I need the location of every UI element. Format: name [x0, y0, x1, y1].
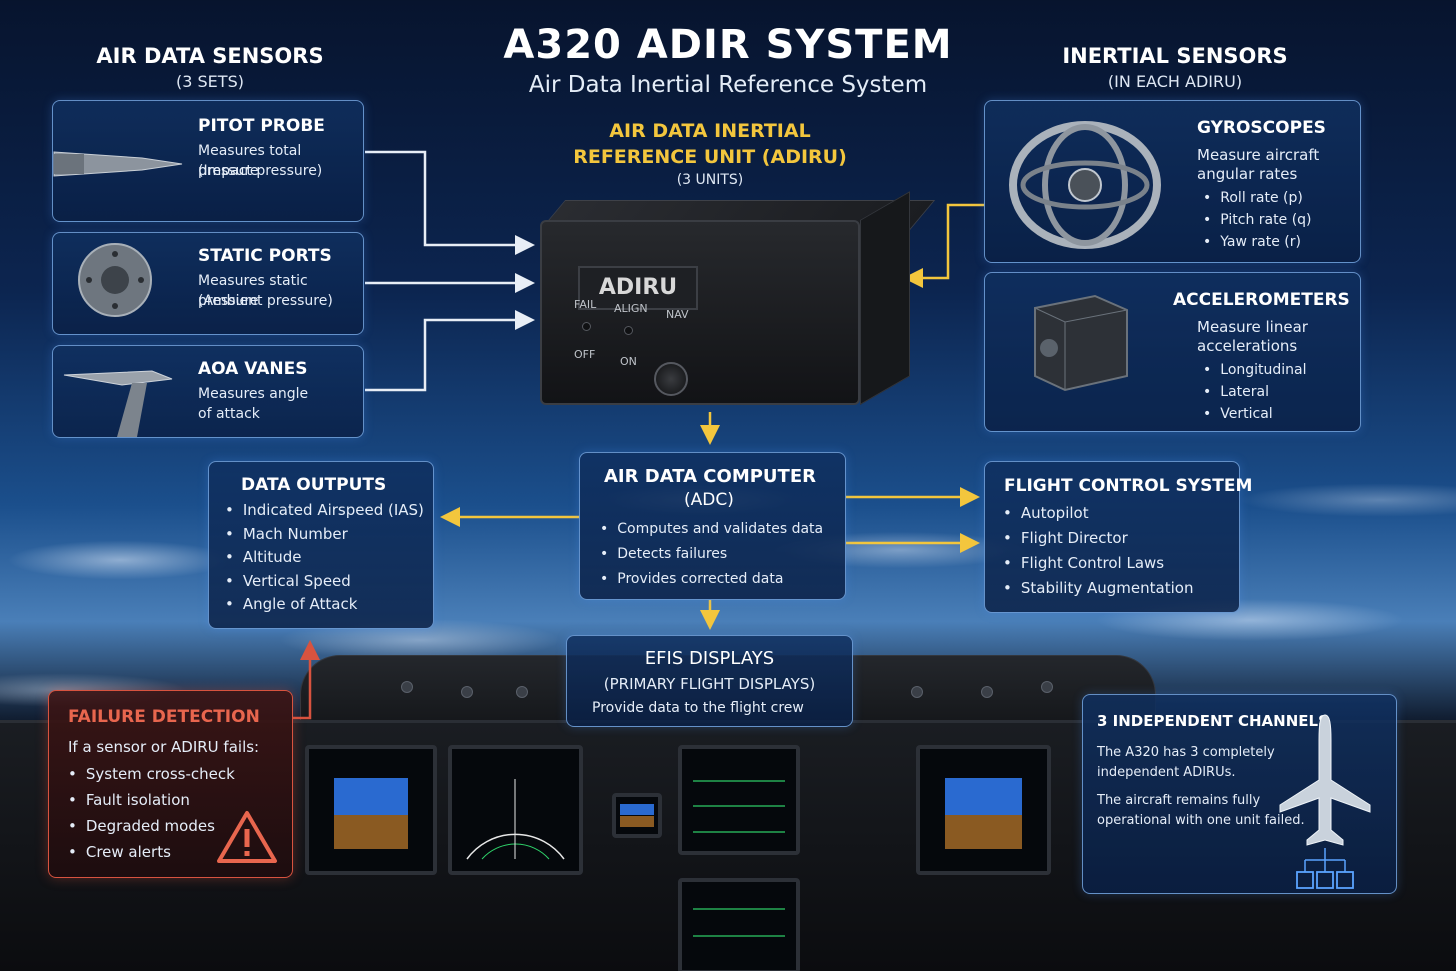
flight-control-item: Autopilot: [1003, 501, 1193, 526]
data-output-item: Angle of Attack: [225, 593, 424, 617]
gyroscopes-list: Roll rate (p) Pitch rate (q) Yaw rate (r…: [1203, 187, 1312, 253]
nav-label: NAV: [666, 308, 689, 321]
pitot-probe-line1: Measures total pressure: [198, 143, 302, 179]
data-output-item: Altitude: [225, 546, 424, 570]
aoa-vanes-line1: Measures angle: [198, 386, 309, 402]
accel-lateral-item: Lateral: [1203, 381, 1307, 403]
efis-title: EFIS DISPLAYS: [644, 648, 775, 669]
ecam-lower-screen: [678, 878, 800, 971]
fail-label: FAIL: [574, 298, 597, 311]
gyro-yaw-item: Yaw rate (r): [1203, 231, 1312, 253]
data-output-item: Vertical Speed: [225, 570, 424, 594]
accelerometers-line2: accelerations: [1197, 337, 1298, 355]
accel-longitudinal-item: Longitudinal: [1203, 359, 1306, 381]
aircraft-icon: [1279, 714, 1371, 889]
aoa-vanes-line2: of attack: [198, 406, 260, 422]
gyro-pitch-item: Pitch rate (q): [1203, 209, 1311, 231]
adc-card: AIR DATA COMPUTER (ADC) Computes and val…: [579, 452, 846, 600]
inertial-sensors-heading: INERTIAL SENSORS: [1062, 44, 1288, 68]
failure-item: Crew alerts: [68, 839, 235, 865]
data-output-item: Mach Number: [225, 523, 424, 547]
accelerometers-title: ACCELEROMETERS: [1173, 290, 1350, 310]
mode-selector-knob[interactable]: [654, 362, 688, 396]
static-ports-line2: (Ambient pressure): [198, 293, 333, 309]
accelerometers-line1: Measure linear: [1197, 318, 1308, 336]
independent-channels-p1a: The A320 has 3 completely: [1097, 745, 1275, 760]
gyroscopes-title: GYROSCOPES: [1197, 118, 1326, 138]
adiru-unit: ADIRU FAIL ALIGN NAV OFF ON: [540, 191, 936, 405]
adc-item: Provides corrected data: [600, 567, 823, 592]
ecam-upper-screen: [678, 745, 800, 855]
align-led: [624, 326, 633, 335]
flight-control-item: Flight Control Laws: [1003, 551, 1193, 576]
flight-control-title: FLIGHT CONTROL SYSTEM: [1004, 476, 1253, 496]
failure-item: System cross-check: [68, 761, 235, 787]
efis-card: EFIS DISPLAYS (PRIMARY FLIGHT DISPLAYS) …: [566, 635, 853, 727]
captain-pfd-screen: [305, 745, 437, 875]
accelerometers-list: Longitudinal Lateral Vertical: [1203, 359, 1307, 425]
independent-channels-p2b: operational with one unit failed.: [1097, 813, 1305, 828]
adc-item: Computes and validates data: [600, 517, 823, 542]
failure-item: Fault isolation: [68, 787, 235, 813]
pitot-probe-icon: [53, 151, 183, 177]
aoa-vanes-title: AOA VANES: [198, 359, 308, 379]
pitot-probe-line2: (Impact pressure): [198, 163, 323, 179]
flight-control-item: Stability Augmentation: [1003, 576, 1194, 601]
static-ports-line1: Measures static pressure: [198, 273, 308, 309]
efis-description: Provide data to the flight crew: [592, 700, 804, 716]
inertial-sensors-subheading: (IN EACH ADIRU): [1107, 72, 1243, 91]
gyroscopes-line2: angular rates: [1197, 165, 1298, 183]
adc-list: Computes and validates data Detects fail…: [600, 517, 823, 592]
page-title: A320 ADIR SYSTEM: [503, 22, 953, 68]
failure-detection-card: FAILURE DETECTION If a sensor or ADIRU f…: [48, 690, 293, 878]
gyroscopes-line1: Measure aircraft: [1197, 146, 1320, 164]
flight-control-list: Autopilot Flight Director Flight Control…: [1003, 501, 1194, 601]
air-data-sensors-heading: AIR DATA SENSORS: [96, 44, 324, 68]
adiru-heading-line1: AIR DATA INERTIAL: [609, 120, 811, 142]
fo-nd-screen: [916, 745, 1051, 875]
standby-instrument-screen: [612, 793, 662, 838]
adc-title-line1: AIR DATA COMPUTER: [604, 466, 816, 487]
data-output-item: Indicated Airspeed (IAS): [225, 499, 424, 523]
flight-control-card: FLIGHT CONTROL SYSTEM Autopilot Flight D…: [984, 461, 1252, 613]
air-data-sensors-subheading: (3 SETS): [176, 72, 244, 91]
independent-channels-title: 3 INDEPENDENT CHANNELS: [1097, 712, 1329, 730]
static-port-icon: [78, 243, 152, 317]
gyro-roll-item: Roll rate (p): [1203, 187, 1312, 209]
adiru-units: (3 UNITS): [676, 172, 744, 188]
adc-title-line2: (ADC): [684, 490, 734, 510]
on-label: ON: [620, 355, 637, 368]
gyroscope-icon: [1009, 121, 1161, 249]
adiru-heading-line2: REFERENCE UNIT (ADIRU): [573, 146, 847, 168]
fail-led: [582, 322, 591, 331]
pitot-probe-title: PITOT PROBE: [198, 116, 325, 136]
aoa-vane-icon: [63, 370, 173, 437]
align-label: ALIGN: [614, 302, 648, 315]
accel-vertical-item: Vertical: [1203, 403, 1307, 425]
data-outputs-card: DATA OUTPUTS Indicated Airspeed (IAS) Ma…: [208, 461, 434, 629]
warning-triangle-icon: [217, 811, 277, 863]
independent-channels-p2a: The aircraft remains fully: [1097, 793, 1261, 808]
adc-item: Detects failures: [600, 542, 823, 567]
efis-subtitle: (PRIMARY FLIGHT DISPLAYS): [603, 675, 816, 693]
failure-detection-intro: If a sensor or ADIRU fails:: [68, 738, 260, 756]
failure-item: Degraded modes: [68, 813, 235, 839]
captain-nd-screen: [448, 745, 583, 875]
flight-control-item: Flight Director: [1003, 526, 1193, 551]
data-outputs-title: DATA OUTPUTS: [241, 475, 387, 495]
static-ports-title: STATIC PORTS: [198, 246, 332, 266]
failure-detection-list: System cross-check Fault isolation Degra…: [68, 761, 235, 865]
accelerometer-icon: [1034, 294, 1128, 392]
aoa-vanes-card: AOA VANES Measures angle of attack: [52, 345, 364, 438]
independent-channels-p1b: independent ADIRUs.: [1097, 765, 1236, 780]
data-outputs-list: Indicated Airspeed (IAS) Mach Number Alt…: [225, 499, 424, 617]
failure-detection-title: FAILURE DETECTION: [68, 707, 260, 727]
off-label: OFF: [574, 348, 596, 361]
page-subtitle: Air Data Inertial Reference System: [528, 72, 928, 98]
adiru-label: ADIRU: [578, 266, 698, 310]
